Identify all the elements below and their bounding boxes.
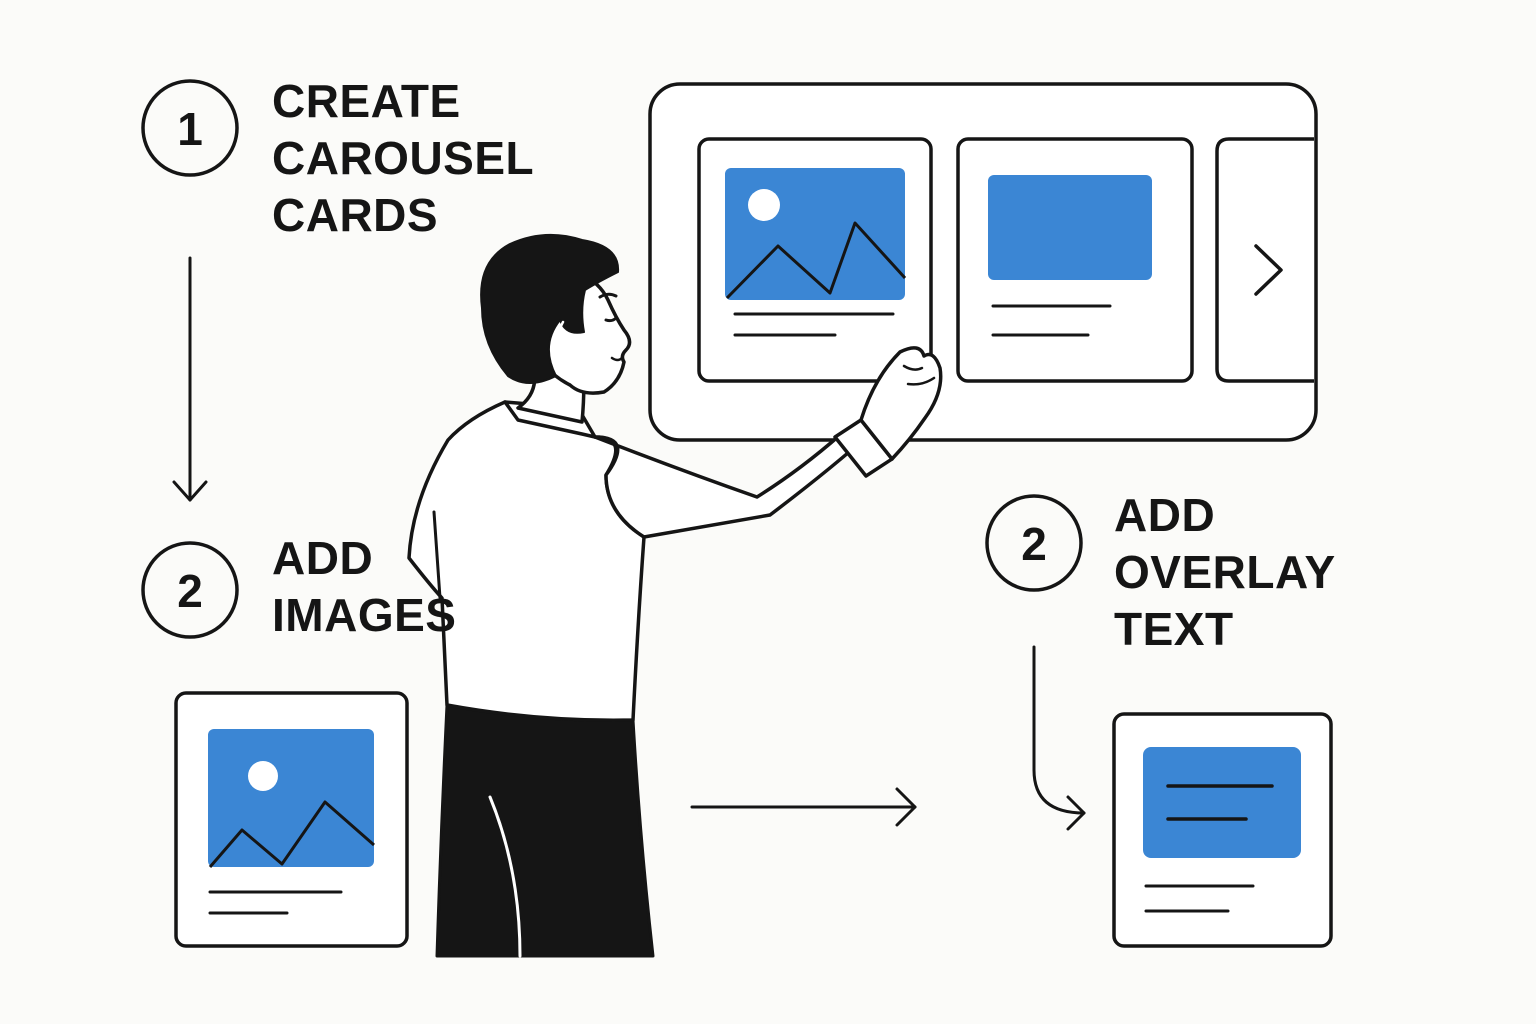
- curved-arrow: [1032, 645, 1086, 831]
- step-1-title-line-2: CAROUSEL: [272, 132, 535, 184]
- step-1-badge: 1: [141, 79, 239, 177]
- step-3-title-line-1: ADD: [1114, 489, 1216, 541]
- step-1-title: CREATE CAROUSEL CARDS: [272, 73, 534, 244]
- step-2-title-line-1: ADD: [272, 532, 374, 584]
- step-1-number: 1: [177, 103, 203, 155]
- mountain-sun-image-icon: [725, 168, 907, 300]
- carousel-card-1[interactable]: [697, 137, 933, 383]
- carousel-frame: [648, 82, 1318, 442]
- step-3-badge: 2: [985, 494, 1083, 592]
- step-2-number: 2: [177, 565, 203, 617]
- overlay-text-card-example: [1112, 712, 1333, 948]
- step-2-title-line-2: IMAGES: [272, 589, 457, 641]
- overlay-block: [1143, 747, 1301, 858]
- step-1-title-line-1: CREATE: [272, 75, 461, 127]
- step-2-title: ADD IMAGES: [272, 530, 456, 644]
- step-3-title-line-2: OVERLAY: [1114, 546, 1336, 598]
- mountain-sun-image-icon: [208, 729, 375, 868]
- image-card-example: [174, 691, 409, 948]
- step-3-number: 2: [1021, 518, 1047, 570]
- step-2-badge: 2: [141, 541, 239, 639]
- step-3-title: ADD OVERLAY TEXT: [1114, 487, 1336, 658]
- down-arrow: [172, 256, 208, 502]
- step-3-title-line-3: TEXT: [1114, 603, 1234, 655]
- right-arrow: [690, 787, 917, 827]
- carousel-card-2[interactable]: [956, 137, 1194, 383]
- carousel-next-card[interactable]: [1215, 137, 1314, 383]
- step-1-title-line-3: CARDS: [272, 189, 439, 241]
- person-illustration: [407, 233, 943, 958]
- image-placeholder: [988, 175, 1152, 280]
- chevron-right-icon: [1254, 244, 1283, 296]
